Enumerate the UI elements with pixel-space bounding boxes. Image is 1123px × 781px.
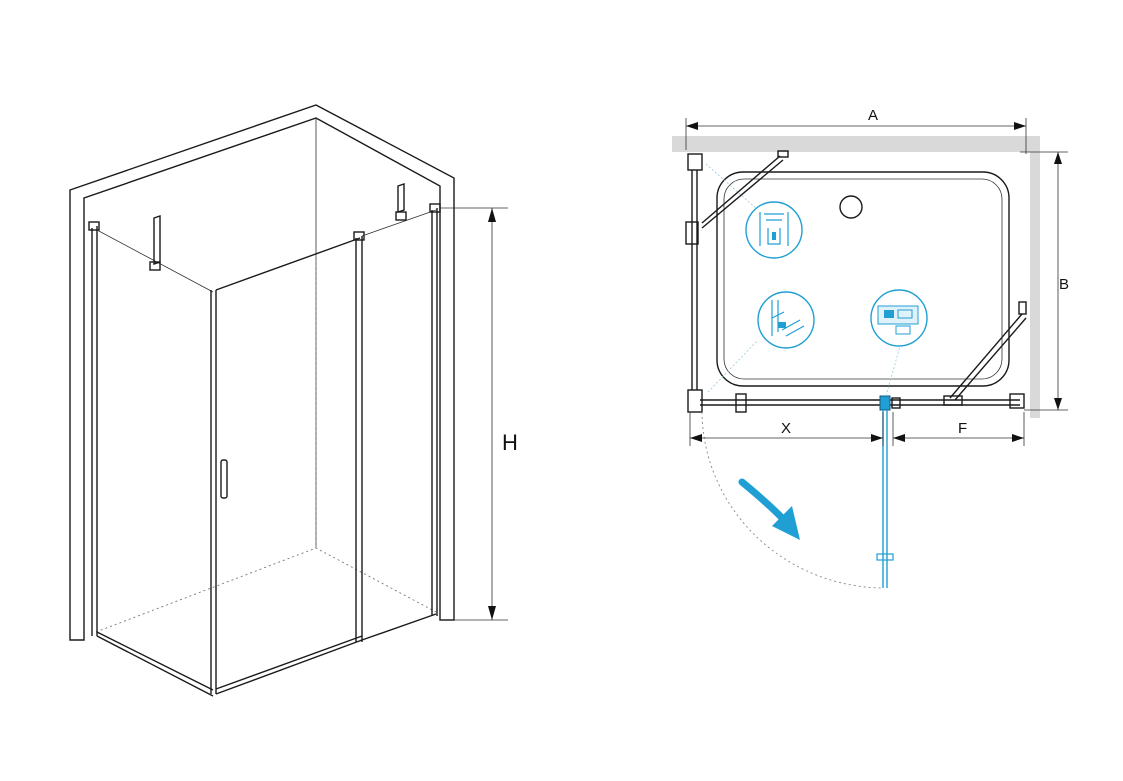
offset-label: X: [781, 420, 791, 437]
fixed-panel-label: F: [958, 420, 967, 437]
front-panels: [215, 203, 441, 695]
callout-magnet-profile-icon: [705, 163, 803, 259]
plan-front-line: [687, 389, 1025, 413]
door-handle-icon: [220, 459, 228, 499]
width-label: A: [868, 107, 878, 124]
perspective-view: H: [69, 104, 518, 697]
offset-dimension: [689, 412, 884, 446]
walls: [69, 104, 455, 641]
support-bar-bracket-icon: [149, 183, 407, 271]
swing-direction-arrow-icon: [738, 478, 800, 540]
depth-dimension: [1020, 151, 1068, 411]
hinge-icon: [879, 395, 901, 411]
drain-icon: [839, 195, 863, 219]
floor-outline: [95, 255, 437, 633]
plan-view: A B X F: [672, 107, 1069, 589]
height-label: H: [502, 430, 518, 455]
width-dimension: [685, 118, 1027, 154]
shower-tray: [716, 171, 1010, 387]
plan-side-panel: [685, 153, 703, 390]
plan-walls: [672, 136, 1040, 418]
side-panel: [88, 221, 214, 697]
callout-seal-profile-icon: [707, 291, 815, 393]
plan-support-bars: [701, 150, 1027, 401]
height-dimension: [440, 207, 508, 621]
fixed-panel-dimension: [892, 412, 1025, 446]
depth-label: B: [1059, 276, 1069, 293]
corner-profile: [210, 290, 217, 694]
open-door: [876, 410, 894, 588]
callout-hinge-detail-icon: [870, 289, 928, 397]
